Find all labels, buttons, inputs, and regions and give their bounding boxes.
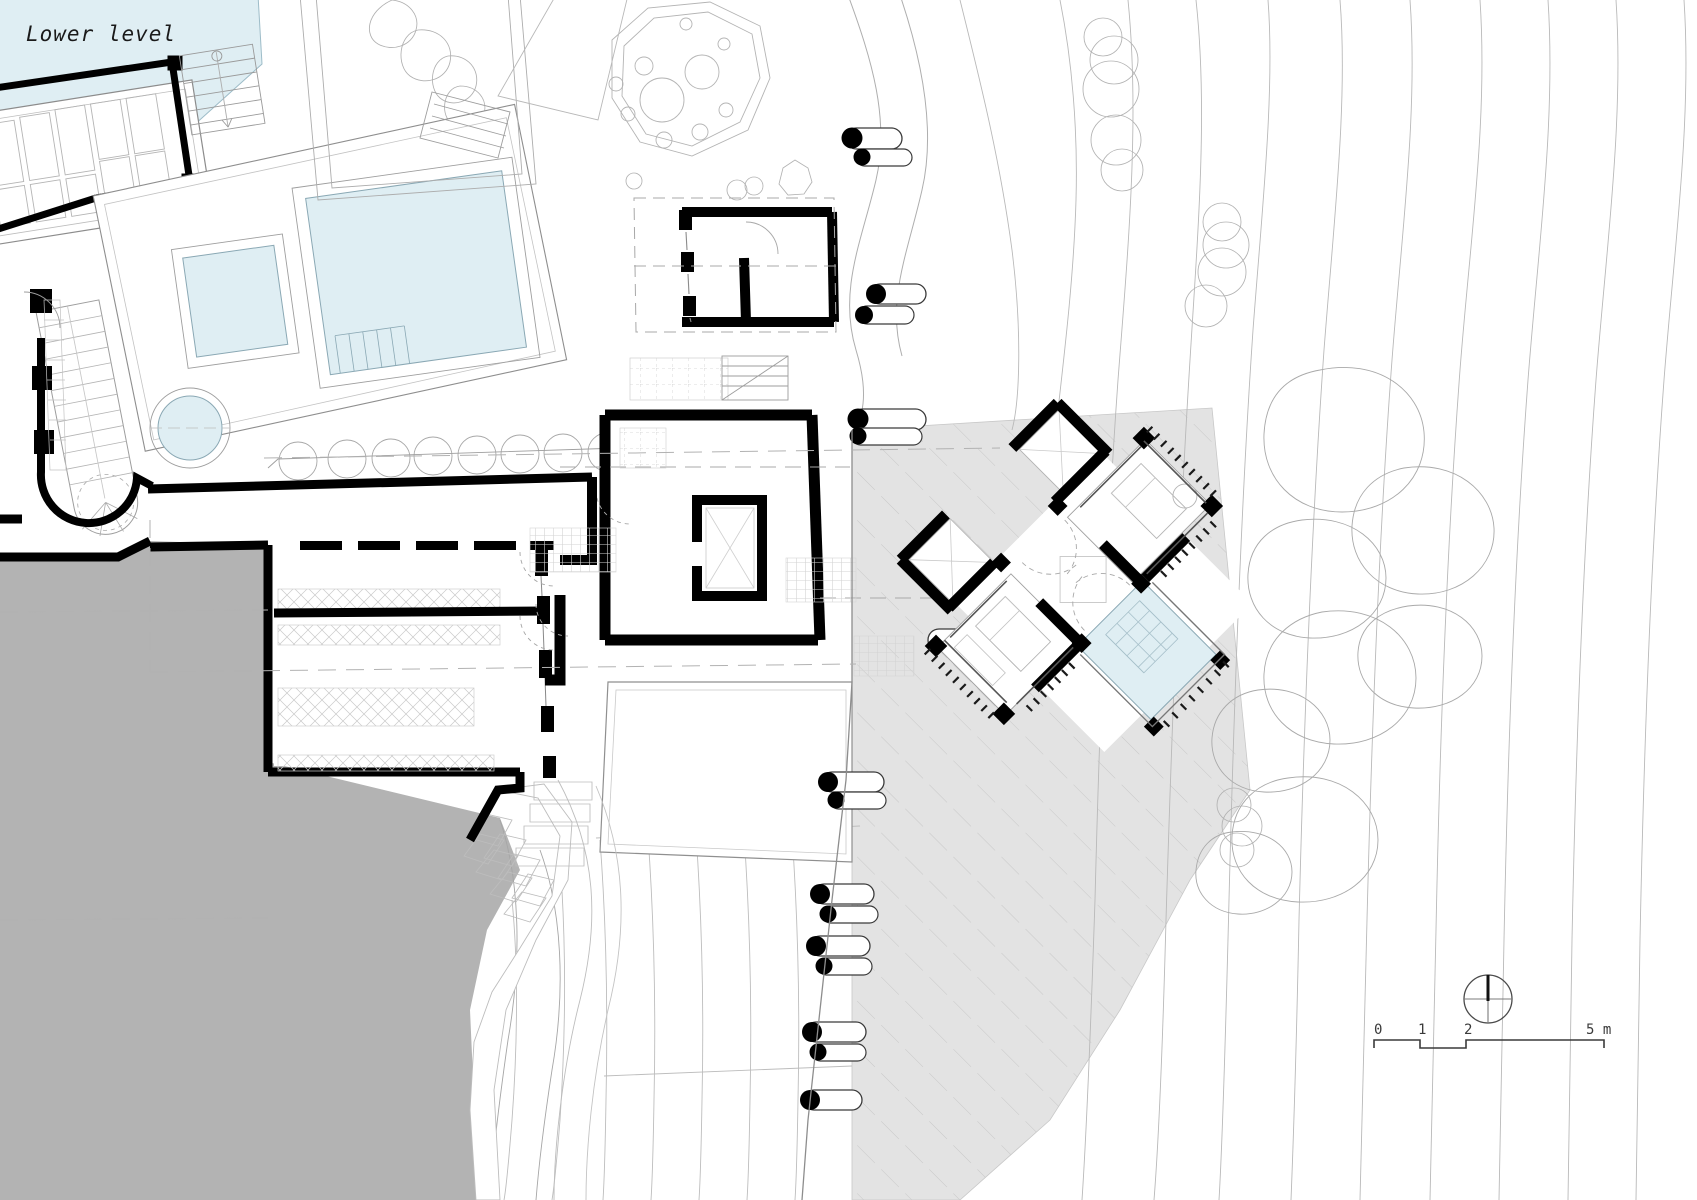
wall-sw-corner — [466, 772, 525, 843]
paving-grid-courtyard-north — [529, 357, 915, 677]
pavilion-decking-teeth — [923, 425, 1230, 728]
pavilion-walls — [896, 398, 1191, 693]
organic-path-edge — [849, 0, 929, 433]
trees-top — [369, 0, 486, 128]
terrace-north-2 — [497, 0, 628, 121]
north-arrow — [1463, 974, 1513, 1024]
pool-round-basin — [149, 387, 231, 469]
service-block — [633, 197, 839, 333]
bollard — [810, 883, 875, 905]
service-door-swing — [745, 221, 779, 255]
bollard — [809, 1043, 867, 1062]
pavilion-hall-marker — [1059, 556, 1107, 603]
lower-center-block — [599, 681, 853, 863]
scale-tick-5m: 5 m — [1586, 1022, 1612, 1038]
step-treads-upper — [515, 781, 593, 867]
grid-axes — [0, 447, 1001, 921]
bollard — [866, 283, 927, 305]
pavilion-glazing — [943, 440, 1209, 705]
paving-strips — [277, 588, 501, 772]
curved-stair-left — [23, 289, 154, 537]
bollard — [806, 935, 871, 957]
stair-upper-left — [178, 43, 266, 136]
service-glazing — [685, 231, 692, 323]
bollard — [841, 127, 903, 150]
terrace-north — [299, 0, 537, 201]
bollard — [849, 427, 923, 446]
corridor-walls — [0, 472, 593, 777]
page-title: Lower level — [26, 22, 177, 46]
bollard — [827, 791, 887, 810]
pavilion-pool-tiles — [1105, 600, 1179, 674]
wall-gallery-mid — [273, 606, 547, 618]
stair-north-terrace — [419, 91, 511, 159]
courtyard-block — [560, 409, 1000, 646]
wall-hatch-left — [43, 299, 67, 471]
door-swing-left — [23, 291, 61, 329]
scale-tick-1: 1 — [1418, 1022, 1427, 1038]
shrub-clusters — [625, 17, 1263, 868]
path-spine — [801, 430, 853, 1200]
terrain-dark-plot — [0, 541, 520, 1200]
service-block-piers — [679, 210, 696, 316]
pavilion-pool — [1076, 580, 1217, 721]
pavilion-door-swings — [1021, 519, 1131, 631]
gallery-door-swings — [519, 551, 555, 651]
top-planter — [608, 1, 771, 157]
stair-courtyard-north — [721, 355, 789, 401]
scale-tick-2: 2 — [1464, 1022, 1473, 1038]
wall-openings-gallery — [300, 541, 554, 550]
bollard — [855, 305, 915, 325]
scale-bar — [1373, 1039, 1605, 1049]
wall-curved-stair — [36, 338, 154, 528]
tree-canopies — [1195, 367, 1495, 915]
lower-gallery — [273, 550, 556, 778]
panel-grid-upper — [0, 93, 174, 229]
courtyard-door-swing — [595, 489, 631, 525]
shrub-row-edge — [267, 447, 621, 469]
bollard — [802, 1021, 867, 1043]
pavilion-terrace-frame — [1079, 581, 1226, 728]
bollard — [815, 957, 873, 976]
bollard — [819, 905, 879, 924]
shrub-row — [278, 432, 627, 481]
bollard-group — [800, 127, 989, 1111]
upper-terrace-pools — [92, 0, 628, 469]
sw-curved-steps — [463, 772, 622, 1200]
bollard — [818, 771, 885, 793]
bollard — [847, 408, 927, 431]
bollard — [853, 148, 913, 167]
service-footprint-dashed — [633, 197, 837, 333]
pool-small-basin — [182, 244, 289, 358]
scale-tick-0: 0 — [1374, 1022, 1383, 1038]
scale-bar-labels: 0 1 2 5 m — [1374, 1022, 1634, 1052]
pool-large-basin — [305, 170, 528, 376]
courtyard-core — [692, 495, 767, 601]
